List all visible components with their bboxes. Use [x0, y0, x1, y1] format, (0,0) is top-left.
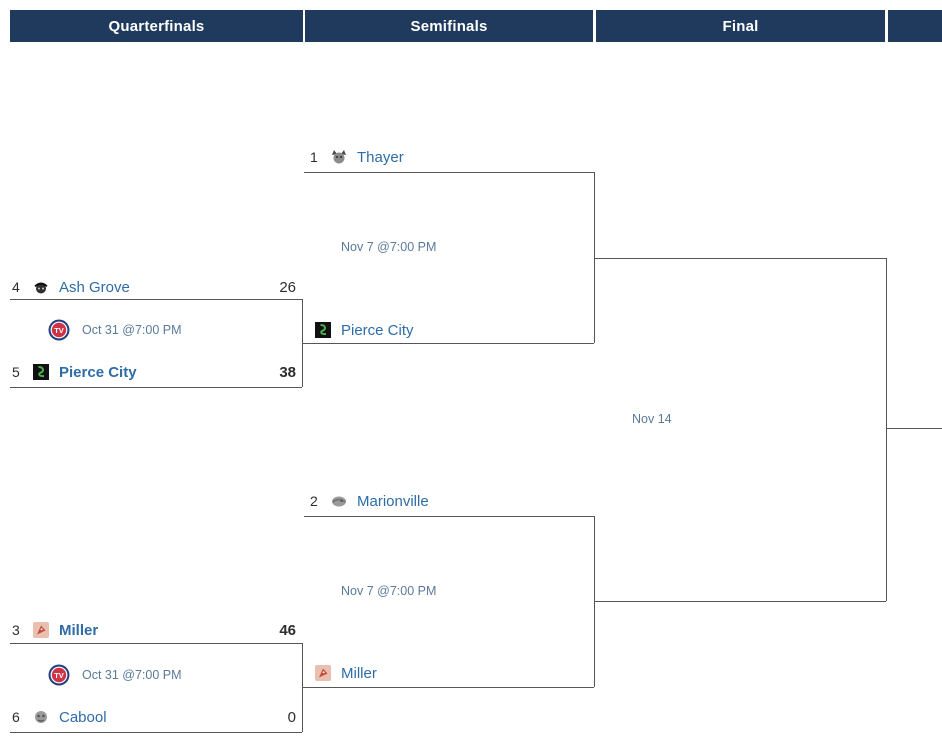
team-seed: 2	[310, 493, 318, 509]
final-datetime: Nov 14	[632, 412, 672, 426]
thayer-logo-icon	[331, 149, 347, 165]
bracket-line-sf1-winner	[594, 258, 886, 259]
team-row-miller-qf: 3 Miller 46	[10, 619, 298, 641]
column-header-label: Semifinals	[410, 17, 488, 35]
team-link[interactable]: Thayer	[357, 148, 404, 166]
team-row-pierce-city-sf: Pierce City	[308, 319, 595, 341]
game-broadcast-row: TV Oct 31 @7:00 PM	[48, 664, 182, 686]
team-row-cabool: 6 Cabool 0	[10, 706, 298, 728]
team-seed: 5	[12, 364, 20, 380]
miller-logo-icon	[315, 665, 331, 681]
team-link[interactable]: Pierce City	[341, 321, 414, 339]
pierce-city-logo-icon	[33, 364, 49, 380]
cabool-logo-icon	[33, 709, 49, 725]
tv-broadcast-icon[interactable]: TV	[48, 319, 70, 341]
bracket-line-final-right	[886, 258, 887, 601]
column-header-label: Quarterfinals	[108, 17, 205, 35]
bracket-line-qf2-right	[302, 643, 303, 732]
team-score: 46	[279, 621, 296, 639]
ash-grove-logo-icon	[33, 279, 49, 295]
game-datetime: Nov 7 @7:00 PM	[341, 584, 437, 598]
bracket-line-sf2-winner	[594, 601, 886, 602]
team-row-pierce-city-qf: 5 Pierce City 38	[10, 361, 298, 383]
team-link[interactable]: Cabool	[59, 708, 107, 726]
game-datetime: Nov 7 @7:00 PM	[341, 240, 437, 254]
team-link[interactable]: Ash Grove	[59, 278, 130, 296]
bracket-line-qf1-bottom	[10, 387, 302, 388]
pierce-city-logo-icon	[315, 322, 331, 338]
team-seed: 3	[12, 622, 20, 638]
column-header-quarterfinals: Quarterfinals	[10, 10, 303, 42]
team-score: 38	[279, 363, 296, 381]
team-seed: 1	[310, 149, 318, 165]
bracket-line-sf1-top	[304, 172, 594, 173]
column-header-label: Final	[722, 17, 759, 35]
svg-text:TV: TV	[54, 671, 64, 680]
svg-text:TV: TV	[54, 326, 64, 335]
column-header-final: Final	[596, 10, 885, 42]
bracket-line-champion	[886, 428, 942, 429]
column-header-semifinals: Semifinals	[305, 10, 593, 42]
bracket-line-qf1-top	[10, 299, 302, 300]
team-row-thayer: 1 Thayer	[308, 146, 588, 168]
team-seed: 6	[12, 709, 20, 725]
team-row-ash-grove: 4 Ash Grove 26	[10, 276, 298, 298]
team-link[interactable]: Miller	[341, 664, 377, 682]
bracket-line-qf2-top	[10, 643, 302, 644]
game-datetime: Oct 31 @7:00 PM	[82, 323, 182, 337]
bracket-line-qf1-right	[302, 299, 303, 387]
tv-broadcast-icon[interactable]: TV	[48, 664, 70, 686]
game-datetime: Oct 31 @7:00 PM	[82, 668, 182, 682]
team-row-miller-sf: Miller	[308, 662, 595, 684]
column-header-cutoff	[888, 10, 942, 42]
miller-logo-icon	[33, 622, 49, 638]
team-score: 0	[287, 708, 296, 726]
team-row-marionville: 2 Marionville	[308, 490, 588, 512]
team-score: 26	[279, 278, 296, 296]
bracket-line-qf2-bottom	[10, 732, 302, 733]
bracket-line-sf1-bottom	[302, 343, 594, 344]
game-broadcast-row: TV Oct 31 @7:00 PM	[48, 319, 182, 341]
team-link[interactable]: Pierce City	[59, 363, 137, 381]
team-seed: 4	[12, 279, 20, 295]
team-link[interactable]: Marionville	[357, 492, 429, 510]
bracket-line-sf1-right	[594, 172, 595, 343]
bracket-line-sf2-top	[304, 516, 594, 517]
marionville-logo-icon	[331, 493, 347, 509]
team-link[interactable]: Miller	[59, 621, 99, 639]
bracket-line-sf2-bottom	[302, 687, 594, 688]
